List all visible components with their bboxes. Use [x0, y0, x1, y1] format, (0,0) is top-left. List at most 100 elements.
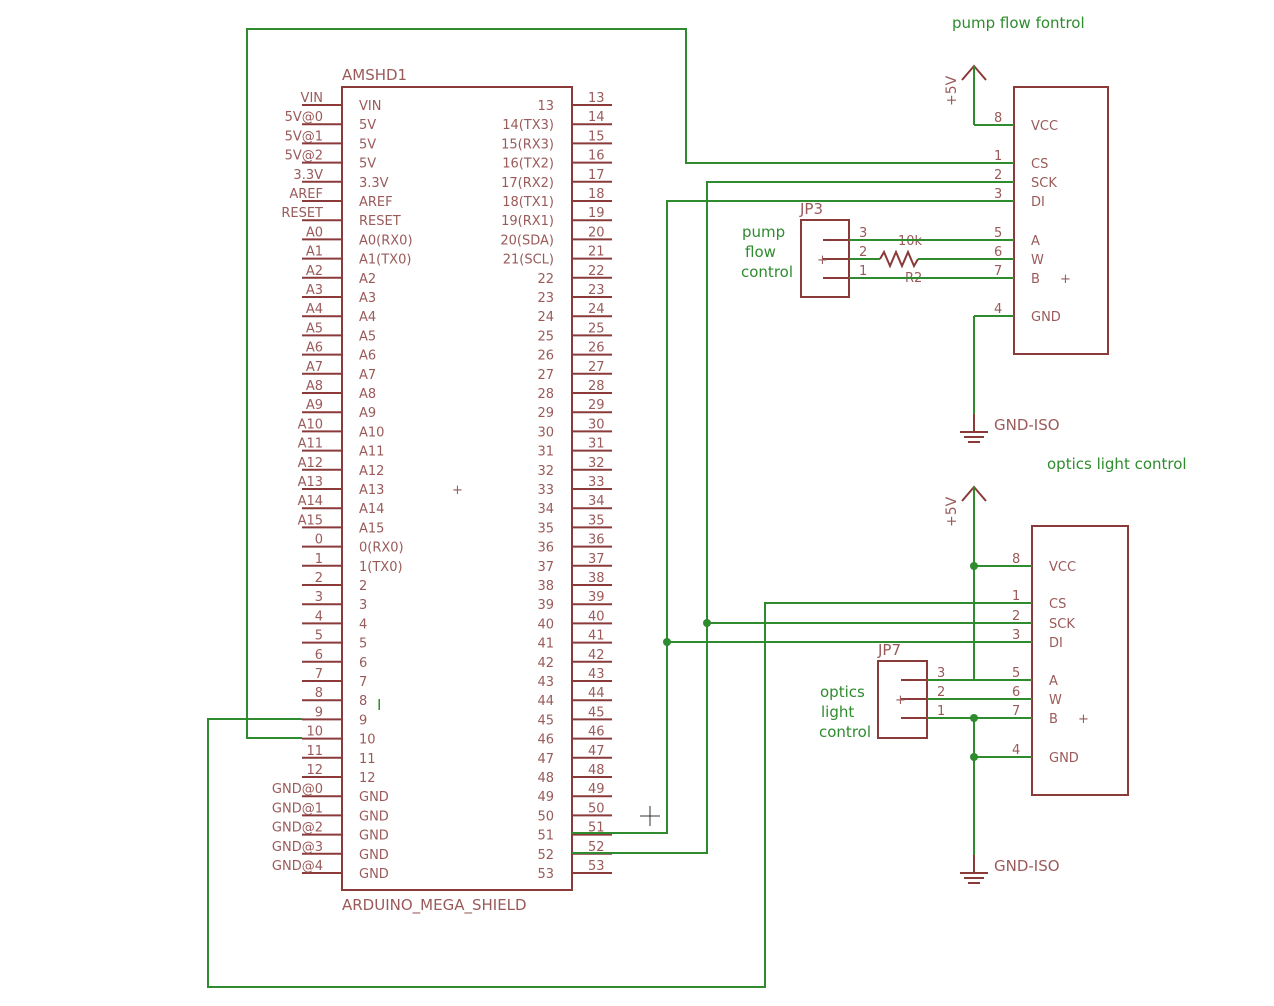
mega-right-pin-function: 42: [537, 656, 554, 671]
mega-right-pin-label: 49: [588, 782, 605, 797]
jp3-pin-number: 3: [859, 226, 867, 241]
mega-right-pin-label: 14: [588, 110, 605, 125]
optics-pot-pin-name: B: [1049, 712, 1058, 727]
mega-left-pin-label: A11: [298, 437, 323, 452]
pump-pot-pin-number: 6: [994, 245, 1002, 260]
mega-right-pin-label: 23: [588, 283, 605, 298]
mega-right-pin-function: 29: [537, 406, 554, 421]
mega-left-pin-function: A4: [359, 310, 376, 325]
mega-right-pin-function: 28: [537, 387, 554, 402]
mega-left-pin-label: 0: [315, 533, 323, 548]
mega-left-pin-function: GND: [359, 867, 389, 882]
mega-right-pin-label: 38: [588, 571, 605, 586]
jp7-pin-number: 3: [937, 666, 945, 681]
mega-right-pin-function: 34: [537, 502, 554, 517]
mega-right-pin-label: 50: [588, 801, 605, 816]
pump-pot-pin-number: 8: [994, 111, 1002, 126]
mega-right-pin-label: 47: [588, 744, 605, 759]
wire-sck: [572, 181, 1014, 854]
optics-pot-pin-name: VCC: [1049, 560, 1076, 575]
optics-pot-body: [1031, 525, 1129, 796]
mega-right-pin-label: 35: [588, 513, 605, 528]
mega-right-pin-function: 44: [537, 694, 554, 709]
wire-cs-optics: [207, 602, 1032, 988]
optics-pot-pin-name: A: [1049, 674, 1058, 689]
mega-left-pin-function: A7: [359, 368, 376, 383]
junction-sck: [703, 619, 711, 627]
mega-left-pin-label: A3: [306, 283, 323, 298]
jp3-plus: +: [817, 253, 828, 268]
optics-pot-pin-number: 2: [1012, 609, 1020, 624]
mega-right-pin-label: 16: [588, 149, 605, 164]
mega-left-pin-label: A1: [306, 245, 323, 260]
mega-right-pin-function: 32: [537, 464, 554, 479]
mega-right-pin-label: 26: [588, 341, 605, 356]
mega-left-pin-label: 11: [306, 744, 323, 759]
mega-right-pin-label: 29: [588, 398, 605, 413]
stray-pin-label: I: [377, 696, 381, 714]
mega-left-pin-function: 9: [359, 713, 367, 728]
mega-left-pin-function: A8: [359, 387, 376, 402]
mega-right-pin-label: 17: [588, 168, 605, 183]
mega-right-pin-function: 43: [537, 675, 554, 690]
mega-right-pin-function: 21(SCL): [503, 253, 554, 268]
wires: [207, 28, 1032, 988]
mega-left-pin-function: GND: [359, 790, 389, 805]
mega-right-pin-function: 23: [537, 291, 554, 306]
jp3-pin-number: 1: [859, 264, 867, 279]
mega-right-pin-function: 24: [537, 310, 554, 325]
mega-left-pin-label: A5: [306, 321, 323, 336]
mega-right-pin-label: 34: [588, 494, 605, 509]
pump-pot-pin-number: 3: [994, 187, 1002, 202]
mega-left-pin-function: VIN: [359, 99, 381, 114]
jp7-label: JP7: [877, 641, 901, 659]
mega-left-pin-label: A10: [298, 417, 323, 432]
mega-left-pin-function: RESET: [359, 214, 401, 229]
pump-pot-pin-number: 4: [994, 302, 1002, 317]
mega-left-pin-function: GND: [359, 848, 389, 863]
mega-left-pin-label: GND@0: [272, 782, 323, 797]
jp7-pin-number: 1: [937, 704, 945, 719]
mega-right-pin-label: 21: [588, 245, 605, 260]
mega-left-pin-label: 2: [315, 571, 323, 586]
mega-right-pin-label: 19: [588, 206, 605, 221]
pump-pot-pin-number: 5: [994, 226, 1002, 241]
mega-right-pin-function: 20(SDA): [500, 233, 554, 248]
pump-pot-pin-number: 7: [994, 264, 1002, 279]
mega-left-pin-function: A10: [359, 425, 384, 440]
mega-right-pin-label: 51: [588, 821, 605, 836]
mega-left-pin-label: A8: [306, 379, 323, 394]
mega-left-pin-label: A15: [298, 513, 323, 528]
optics-control-line-3: control: [819, 723, 871, 741]
mega-right-pin-label: 44: [588, 686, 605, 701]
mega-left-pin-label: 3: [315, 590, 323, 605]
mega-right-pin-label: 25: [588, 321, 605, 336]
mega-left-pin-function: 3: [359, 598, 367, 613]
mega-left-pin-label: 5V@2: [285, 149, 323, 164]
mega-right-pin-label: 28: [588, 379, 605, 394]
mega-left-pin-function: 8: [359, 694, 367, 709]
jp7-plus: +: [895, 693, 906, 708]
mega-left-pin-label: A4: [306, 302, 323, 317]
jp7-pin-number: 2: [937, 685, 945, 700]
mega-left-pin-function: A5: [359, 329, 376, 344]
mega-right-pin-function: 14(TX3): [502, 118, 554, 133]
mega-left-pin-label: GND@4: [272, 859, 323, 874]
mega-left-pin-function: A11: [359, 445, 384, 460]
wire-di: [572, 200, 1014, 834]
mega-left-pin-function: 5: [359, 637, 367, 652]
mega-left-pin-label: VIN: [301, 91, 323, 106]
mega-left-pin-function: 0(RX0): [359, 541, 404, 556]
pump-pot-body: [1013, 86, 1109, 355]
mega-right-pin-label: 45: [588, 705, 605, 720]
mega-right-pin-label: 39: [588, 590, 605, 605]
optics-pot-pin-name: GND: [1049, 751, 1079, 766]
junction-optics-b: [970, 714, 978, 722]
mega-left-pin-label: GND@2: [272, 821, 323, 836]
mega-left-pin-function: AREF: [359, 195, 393, 210]
mega-left-pin-function: 5V: [359, 157, 376, 172]
mega-right-pin-label: 41: [588, 629, 605, 644]
pump-pot-b-plus: +: [1060, 272, 1071, 287]
mega-left-pin-function: 3.3V: [359, 176, 389, 191]
mega-left-pin-label: A6: [306, 341, 323, 356]
